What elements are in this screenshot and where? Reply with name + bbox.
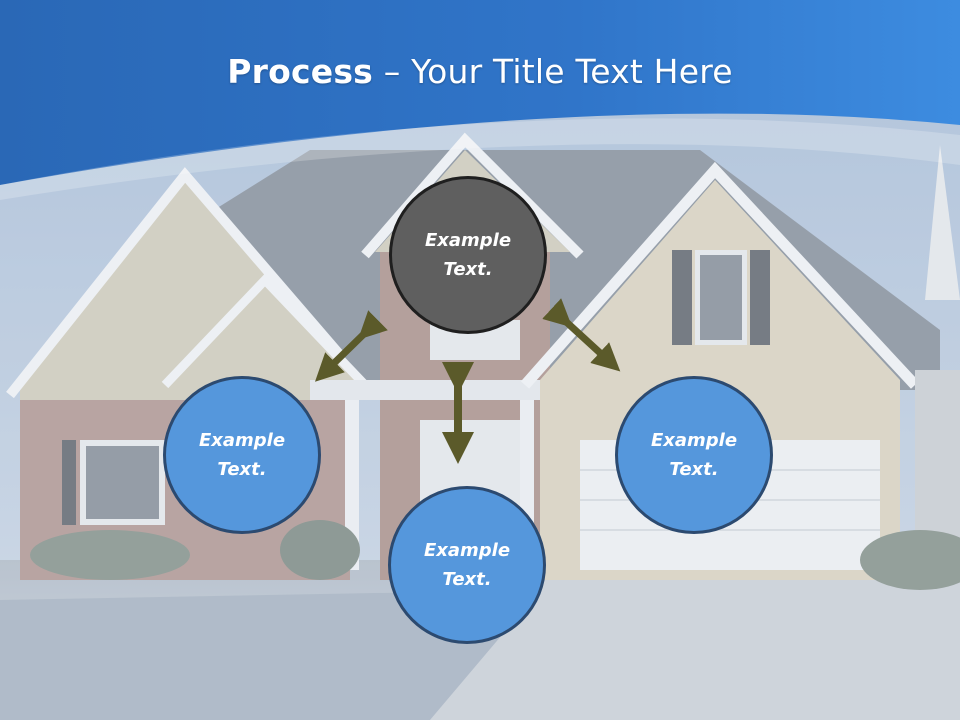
node-top: Example Text. <box>389 176 547 334</box>
title-rest: – Your Title Text Here <box>373 52 733 91</box>
node-right: Example Text. <box>615 376 773 534</box>
node-right-text: Example Text. <box>650 430 738 480</box>
arrow-top-left <box>314 310 388 382</box>
node-top-text: Example Text. <box>424 230 512 280</box>
title-bold: Process <box>227 52 374 91</box>
node-bottom-text: Example Text. <box>423 540 511 590</box>
node-bottom: Example Text. <box>388 486 546 644</box>
node-left: Example Text. <box>163 376 321 534</box>
slide-title: Process – Your Title Text Here <box>0 52 960 91</box>
arrow-top-right <box>542 298 621 372</box>
node-left-text: Example Text. <box>198 430 286 480</box>
